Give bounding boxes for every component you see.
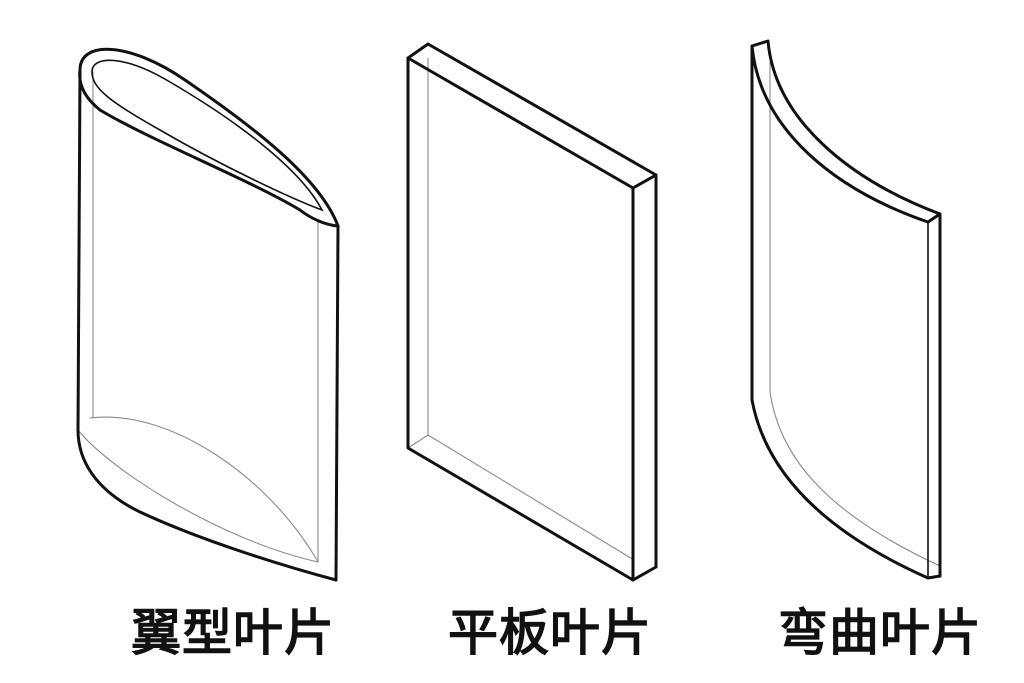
flat-blade-hidden-edges: [407, 57, 635, 561]
airfoil-blade-drawing: [76, 47, 340, 582]
curved-blade-drawing: [750, 39, 942, 580]
airfoil-blade-hidden-bottom-upper-curve: [89, 416, 319, 563]
flat-blade-right-face: [631, 173, 658, 582]
airfoil-blade-hidden-bottom-lower-curve: [77, 429, 319, 563]
airfoil-blade-top-inner-curve: [91, 59, 324, 212]
curved-blade-label: 弯曲叶片: [778, 604, 982, 662]
flat-blade-drawing: [406, 42, 658, 582]
flat-blade-front-face: [406, 56, 635, 582]
airfoil-blade-label: 翼型叶片: [131, 604, 335, 662]
curved-blade-top-face: [750, 39, 942, 224]
curved-blade-bottom-curve: [750, 398, 942, 580]
curved-blade-hidden-bottom-curve: [769, 391, 941, 567]
airfoil-blade-bottom-front-curve: [76, 428, 338, 582]
flat-blade-top-face: [406, 42, 658, 190]
airfoil-blade-top-outer-curve: [78, 47, 340, 228]
flat-blade-label: 平板叶片: [448, 604, 652, 662]
airfoil-blade-right-edge: [334, 224, 340, 582]
airfoil-blade-left-edge: [76, 70, 82, 432]
